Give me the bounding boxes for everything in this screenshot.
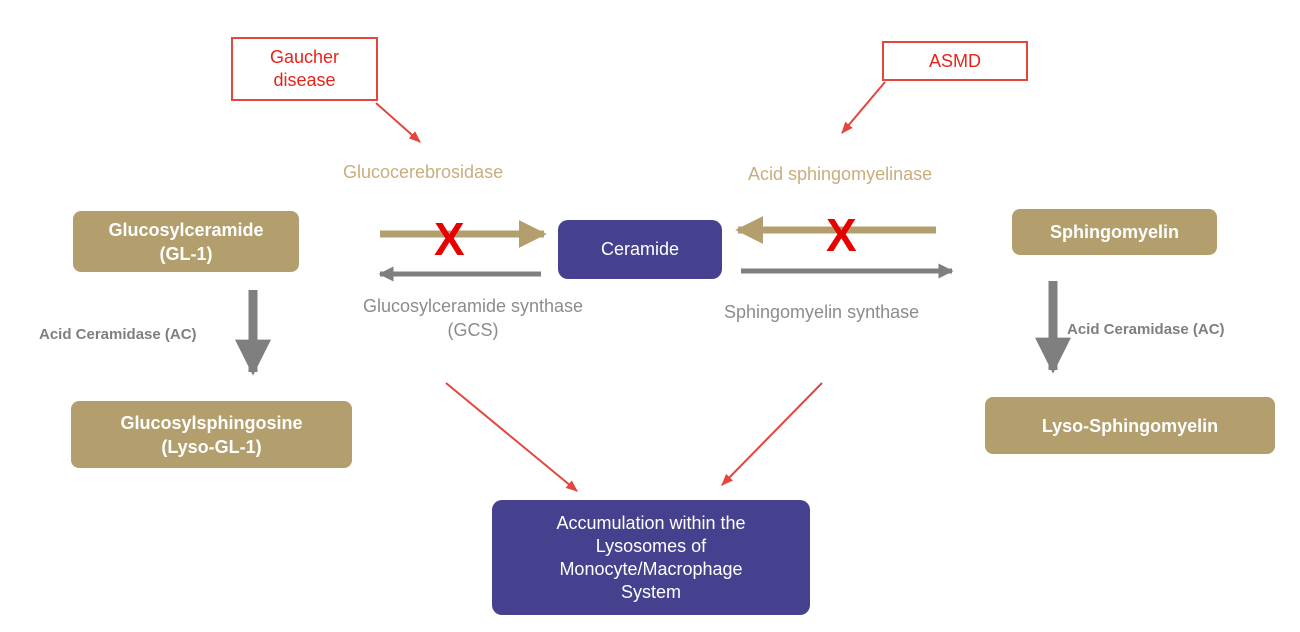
sphingomyelin-node: Sphingomyelin — [1012, 209, 1217, 255]
gaucher-pointer-arrow — [375, 102, 421, 143]
asmd-block-x: X — [826, 209, 857, 261]
acid-sphingomyelinase-label: Acid sphingomyelinase — [748, 164, 933, 184]
accumulation-right-arrow — [721, 382, 823, 486]
lyso-sphingomyelin-node: Lyso-Sphingomyelin — [985, 397, 1275, 454]
asmd-callout: ASMD — [882, 41, 1028, 81]
asmd-pointer-arrow — [841, 81, 886, 134]
ac-right-label: Acid Ceramidase (AC) — [1067, 321, 1225, 338]
gaucher-disease-callout: Gaucher disease — [231, 37, 378, 101]
glucosylsphingosine-node: Glucosylsphingosine (Lyso-GL-1) — [71, 401, 352, 468]
glucosylceramide-node: Glucosylceramide (GL-1) — [73, 211, 299, 272]
gcs-label: Glucosylceramide synthase (GCS) — [362, 296, 584, 340]
ceramide-node: Ceramide — [558, 220, 722, 279]
glucocerebrosidase-label: Glucocerebrosidase — [343, 162, 504, 182]
ac-left-label: Acid Ceramidase (AC) — [39, 326, 197, 343]
gaucher-block-x: X — [434, 213, 465, 265]
sm-synthase-label: Sphingomyelin synthase — [724, 302, 920, 322]
accumulation-left-arrow — [445, 382, 578, 492]
accumulation-node: Accumulation within the Lysosomes of Mon… — [492, 500, 810, 615]
